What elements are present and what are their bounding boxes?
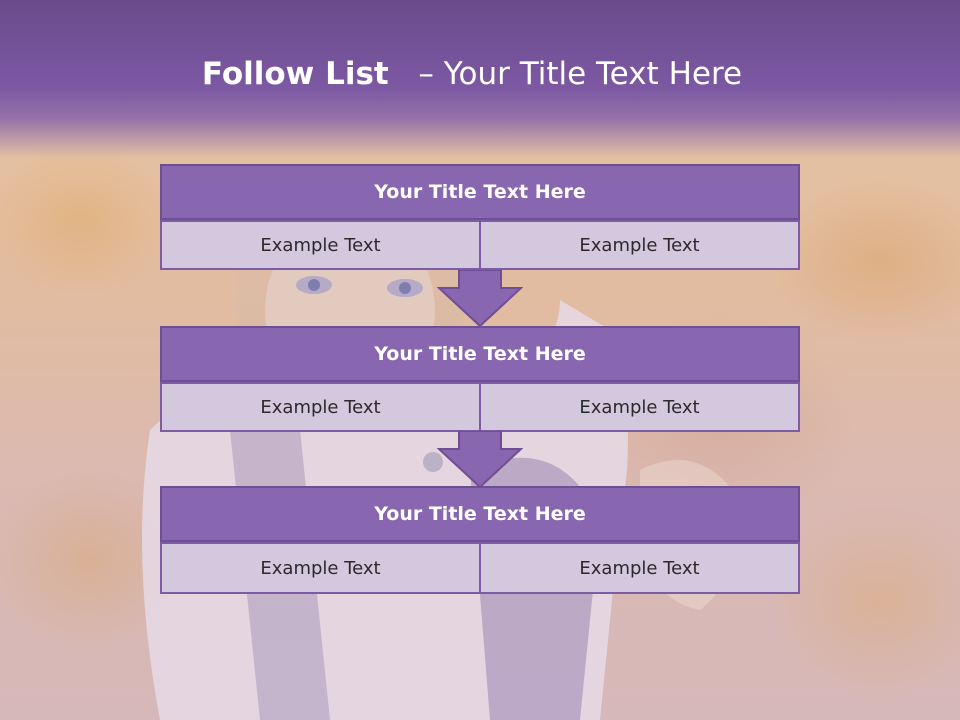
block-cell-right: Example Text bbox=[481, 382, 800, 432]
list-block-3: Your Title Text Here Example Text Exampl… bbox=[160, 486, 800, 594]
list-block-2: Your Title Text Here Example Text Exampl… bbox=[160, 326, 800, 432]
block-row: Example Text Example Text bbox=[160, 382, 800, 432]
block-row: Example Text Example Text bbox=[160, 220, 800, 270]
slide-title: Follow List – Your Title Text Here bbox=[0, 56, 944, 92]
down-arrow-icon bbox=[437, 431, 523, 489]
block-cell-left: Example Text bbox=[160, 220, 481, 270]
block-cell-left: Example Text bbox=[160, 382, 481, 432]
down-arrow-icon bbox=[437, 270, 523, 328]
block-cell-right: Example Text bbox=[481, 220, 800, 270]
slide-title-bold: Follow List bbox=[201, 56, 389, 92]
block-title: Your Title Text Here bbox=[160, 326, 800, 382]
header-band bbox=[0, 0, 960, 158]
block-cell-left: Example Text bbox=[160, 542, 481, 594]
list-block-1: Your Title Text Here Example Text Exampl… bbox=[160, 164, 800, 270]
block-cell-right: Example Text bbox=[481, 542, 800, 594]
block-row: Example Text Example Text bbox=[160, 542, 800, 594]
block-title: Your Title Text Here bbox=[160, 164, 800, 220]
slide-title-rest: – Your Title Text Here bbox=[418, 56, 743, 92]
block-title: Your Title Text Here bbox=[160, 486, 800, 542]
